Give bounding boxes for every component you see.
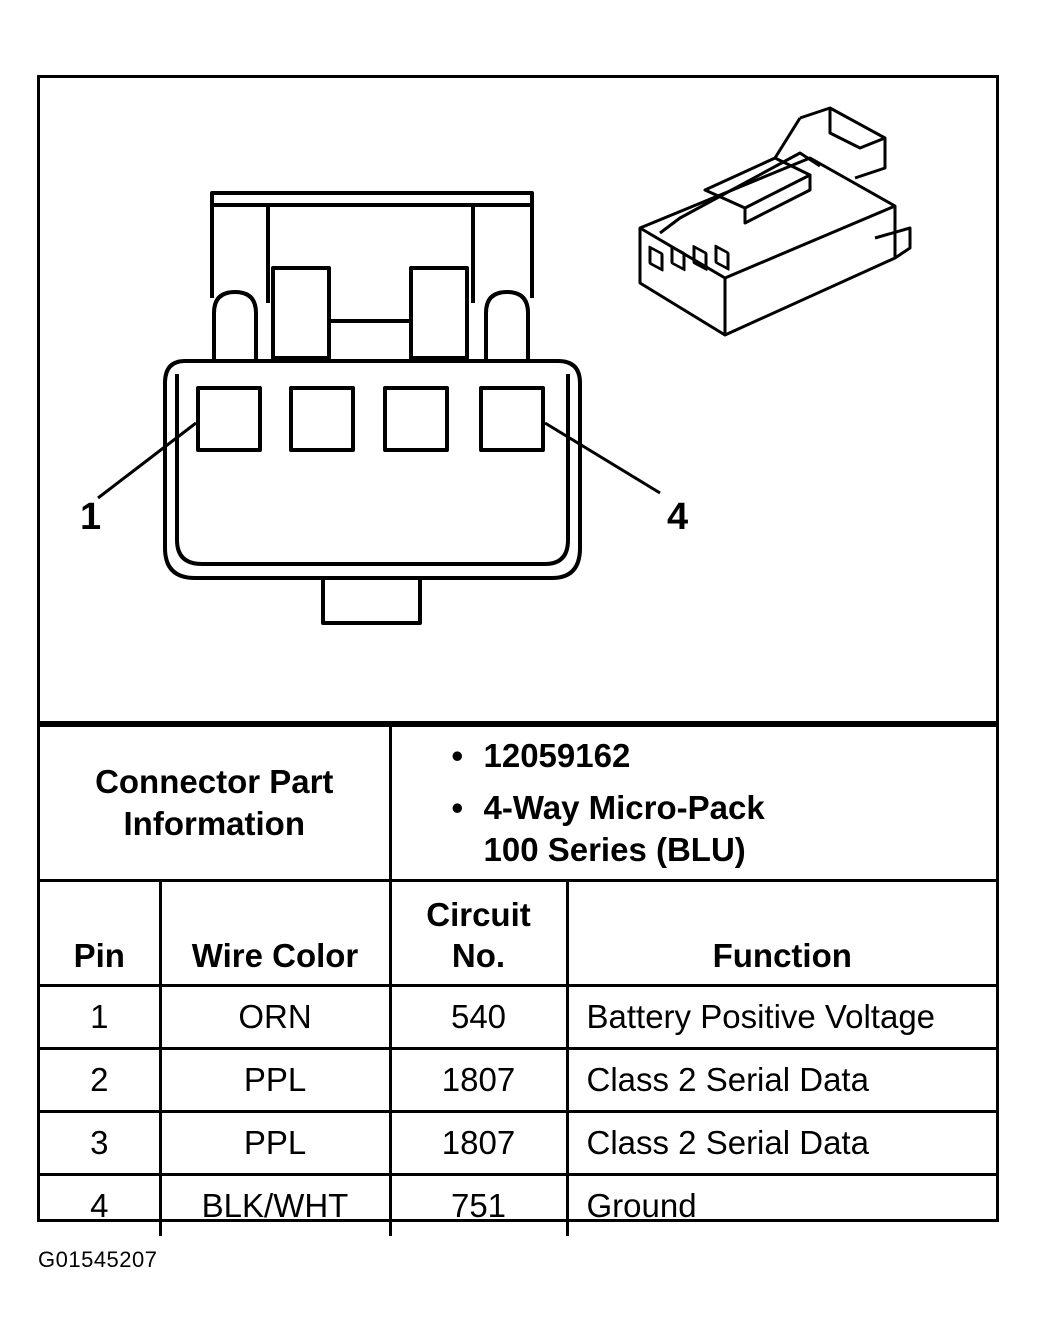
figure-id: G01545207	[38, 1247, 158, 1272]
pin-cell: 2	[40, 1048, 162, 1113]
figure-frame: 1 4 Connector Part Information • 1205916…	[37, 75, 999, 1236]
circuit-no-cell: 540	[390, 985, 569, 1050]
circuit-no-cell: 1807	[390, 1048, 569, 1113]
part-number-item: • 12059162	[451, 737, 631, 774]
pin-table: Pin Wire Color Circuit No. Function 1 OR…	[40, 882, 996, 1236]
pin-cell: 3	[40, 1111, 162, 1176]
table-row: 2 PPL 1807 Class 2 Serial Data	[40, 1048, 996, 1113]
wire-color-cell: BLK/WHT	[160, 1174, 392, 1236]
connector-type-item: • 4-Way Micro-Pack 100 Series (BLU)	[451, 789, 765, 868]
function-cell: Ground	[586, 1187, 697, 1224]
wire-color-cell: ORN	[160, 985, 392, 1050]
header-function: Function	[567, 882, 996, 987]
header-wire-color: Wire Color	[160, 882, 392, 987]
pin-table-header: Pin Wire Color Circuit No. Function	[40, 882, 996, 987]
pin-cell: 4	[40, 1174, 162, 1236]
connector-iso-view	[638, 106, 912, 337]
connector-part-info: Connector Part Information • 12059162 • …	[40, 727, 996, 882]
pin-1-callout: 1	[80, 496, 102, 538]
circuit-no-cell: 1807	[390, 1111, 569, 1176]
connector-front-view	[163, 191, 582, 625]
wire-color-cell: PPL	[160, 1048, 392, 1113]
pin-4-callout: 4	[667, 496, 689, 538]
header-circuit-no: Circuit No.	[390, 882, 569, 987]
table-row: 4 BLK/WHT 751 Ground	[40, 1174, 996, 1236]
header-pin: Pin	[40, 882, 162, 987]
part-info-label: Connector Part Information	[40, 727, 392, 882]
function-cell: Class 2 Serial Data	[567, 1111, 996, 1176]
table-row: 3 PPL 1807 Class 2 Serial Data	[40, 1111, 996, 1176]
function-cell: Class 2 Serial Data	[567, 1048, 996, 1113]
diagram-separator	[40, 721, 996, 727]
circuit-no-cell: 751	[390, 1174, 569, 1236]
connector-diagram	[97, 106, 912, 625]
wire-color-cell: PPL	[160, 1111, 392, 1176]
pin-cell: 1	[40, 985, 162, 1050]
function-cell: Battery Positive Voltage	[567, 985, 996, 1050]
table-row: 1 ORN 540 Battery Positive Voltage	[40, 985, 996, 1050]
part-info-list: • 12059162 • 4-Way Micro-Pack 100 Series…	[390, 727, 996, 882]
